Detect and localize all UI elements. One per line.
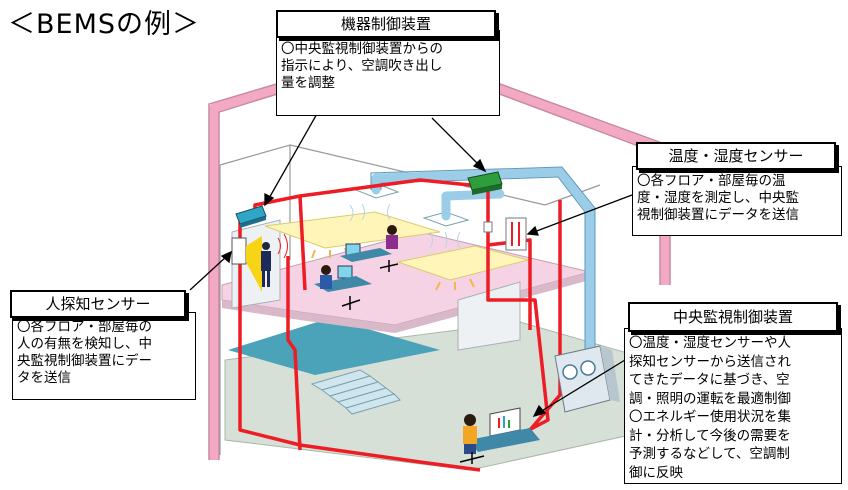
callout-central-control-heading: 中央監視制御装置 — [628, 302, 838, 332]
person-standing — [261, 242, 271, 287]
central-control-station — [459, 407, 540, 464]
callout-line: 人の有無を検知し、中 — [17, 336, 152, 352]
callout-temp-humidity-heading: 温度・湿度センサー — [636, 142, 836, 170]
air-duct — [371, 167, 595, 365]
staircase — [310, 369, 401, 415]
callout-human-sensor: 〇各フロア・部屋毎の 人の有無を検知し、中 央監視制御装置にデー タを送信 人探… — [6, 286, 196, 404]
callout-line: 計・分析して今後の需要を — [629, 427, 791, 444]
callout-line: 視制御装置にデータを送信 — [637, 207, 799, 223]
callout-central-control-body: 〇温度・湿度センサーや人 探知センサーから送信され てきたデータに基づき、空 調… — [624, 328, 842, 484]
callout-line: 〇中央監視制御装置からの — [281, 41, 443, 57]
callout-arrows — [189, 111, 633, 418]
device-control-unit-right — [467, 171, 503, 195]
callout-device-control: 〇中央監視制御装置からの 指示により、空調吹き出し 量を調整 機器制御装置 — [266, 2, 502, 122]
callout-line: 〇エネルギー使用状況を集 — [629, 409, 791, 425]
callout-line: 〇温度・湿度センサーや人 — [629, 335, 791, 351]
page-title: ＜BEMSの例＞ — [8, 9, 201, 40]
callout-line: 度・湿度を測定し、中央監 — [637, 190, 799, 206]
ground-floor-teal-area — [228, 318, 440, 375]
callout-device-control-body: 〇中央監視制御装置からの 指示により、空調吹き出し 量を調整 — [276, 30, 500, 116]
device-control-unit-left — [235, 205, 267, 228]
callout-device-control-heading: 機器制御装置 — [276, 10, 496, 38]
callout-line: 〇各フロア・部屋毎の温 — [637, 173, 786, 189]
callout-line: 〇各フロア・部屋毎の — [17, 319, 152, 335]
callout-line: タを送信 — [17, 370, 71, 386]
callout-central-control: 〇温度・湿度センサーや人 探知センサーから送信され てきたデータに基づき、空 調… — [624, 298, 844, 488]
callout-temp-humidity: 〇各フロア・部屋毎の温 度・湿度を測定し、中央監 視制御装置にデータを送信 温度… — [632, 138, 844, 238]
callout-line: 量を調整 — [281, 75, 335, 91]
callout-line: 探知センサーから送信され — [629, 353, 791, 370]
callout-human-sensor-body: 〇各フロア・部屋毎の 人の有無を検知し、中 央監視制御装置にデー タを送信 — [12, 312, 196, 400]
callout-line: 御に反映 — [629, 464, 683, 481]
temp-humidity-sensor — [483, 217, 527, 251]
ceiling-light-panels — [264, 211, 530, 281]
callout-line: 指示により、空調吹き出し — [281, 58, 443, 74]
office-floor-edge — [222, 272, 590, 333]
human-sensor-unit — [231, 236, 262, 292]
outdoor-unit — [554, 345, 620, 413]
callout-line: 央監視制御装置にデー — [17, 353, 152, 369]
callout-line: てきたデータに基づき、空 — [629, 372, 790, 388]
office-desk-1 — [340, 225, 399, 272]
callout-line: 調・照明の運転を最適制御 — [629, 390, 791, 407]
callout-temp-humidity-body: 〇各フロア・部屋毎の温 度・湿度を測定し、中央監 視制御装置にデータを送信 — [632, 166, 842, 236]
office-desk-2 — [314, 265, 372, 310]
callout-line: 予測するなどして、空調制 — [629, 446, 790, 462]
callout-human-sensor-heading: 人探知センサー — [10, 290, 186, 318]
